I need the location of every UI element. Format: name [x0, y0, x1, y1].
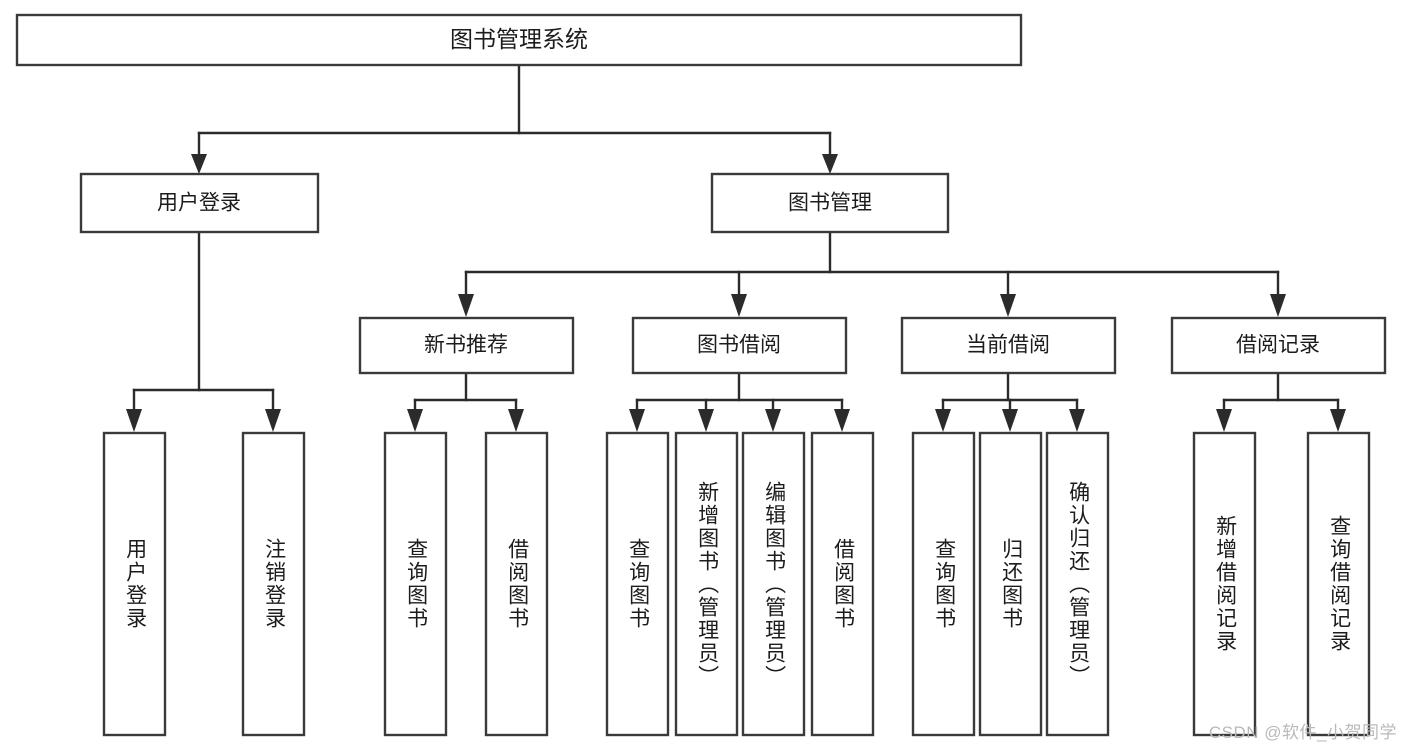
arrow-leaf-borrow-book-2 [834, 409, 850, 432]
node-user-login[interactable] [79, 172, 320, 234]
node-leaf-logout[interactable] [241, 431, 306, 737]
arrow-leaf-confirm-return [1069, 409, 1085, 432]
node-leaf-edit-book[interactable] [741, 431, 806, 737]
arrow-leaf-return-book [1002, 409, 1018, 432]
node-leaf-add-record[interactable] [1192, 431, 1257, 737]
node-leaf-confirm-return[interactable] [1045, 431, 1110, 737]
node-book-management[interactable] [710, 172, 950, 234]
node-leaf-query-book-1[interactable] [383, 431, 448, 737]
node-book-borrow[interactable] [631, 316, 848, 375]
node-leaf-query-book-3[interactable] [911, 431, 976, 737]
node-current-borrow-label: 当前借阅 [966, 334, 1050, 357]
watermark: CSDN @软件_小贺同学 [1208, 723, 1397, 742]
node-leaf-add-book[interactable] [674, 431, 739, 737]
node-new-book-recommend-label: 新书推荐 [424, 334, 508, 357]
arrow-leaf-query-book-3 [935, 409, 951, 432]
arrow-leaf-borrow-book-1 [508, 409, 524, 432]
arrow-to-user-login [191, 154, 207, 174]
arrow-to-book-management [822, 154, 838, 174]
arrow-to-current-borrow [1000, 294, 1016, 317]
node-book-management-label: 图书管理 [788, 192, 872, 215]
node-root-label: 图书管理系统 [450, 26, 588, 52]
node-leaf-return-book[interactable] [978, 431, 1043, 737]
arrow-leaf-query-book-2 [629, 409, 645, 432]
arrow-leaf-add-book [698, 409, 714, 432]
node-user-login-label: 用户登录 [157, 192, 241, 215]
arrow-leaf-add-record [1216, 409, 1232, 432]
node-leaf-borrow-book-2[interactable] [810, 431, 875, 737]
arrow-to-borrow-record [1270, 294, 1286, 317]
arrow-leaf-query-book-1 [407, 409, 423, 432]
node-leaf-borrow-book-1[interactable] [484, 431, 549, 737]
arrow-to-new-book-recommend [458, 294, 474, 317]
arrow-leaf-logout [265, 409, 281, 432]
node-leaf-query-record[interactable] [1306, 431, 1371, 737]
node-borrow-record[interactable] [1170, 316, 1387, 375]
node-current-borrow[interactable] [900, 316, 1117, 375]
node-book-borrow-label: 图书借阅 [697, 334, 781, 357]
arrow-leaf-edit-book [765, 409, 781, 432]
node-root[interactable] [15, 13, 1023, 67]
node-borrow-record-label: 借阅记录 [1236, 334, 1320, 357]
arrow-leaf-query-record [1330, 409, 1346, 432]
arrow-leaf-user-login [126, 409, 142, 432]
node-layer: 图书管理系统 用户登录 图书管理 新书推荐 图书借阅 当前借阅 借阅记录 [15, 13, 1387, 737]
node-new-book-recommend[interactable] [358, 316, 575, 375]
node-leaf-user-login[interactable] [102, 431, 167, 737]
connector-layer [126, 64, 1346, 432]
arrow-to-book-borrow [731, 294, 747, 317]
node-leaf-query-book-2[interactable] [605, 431, 670, 737]
